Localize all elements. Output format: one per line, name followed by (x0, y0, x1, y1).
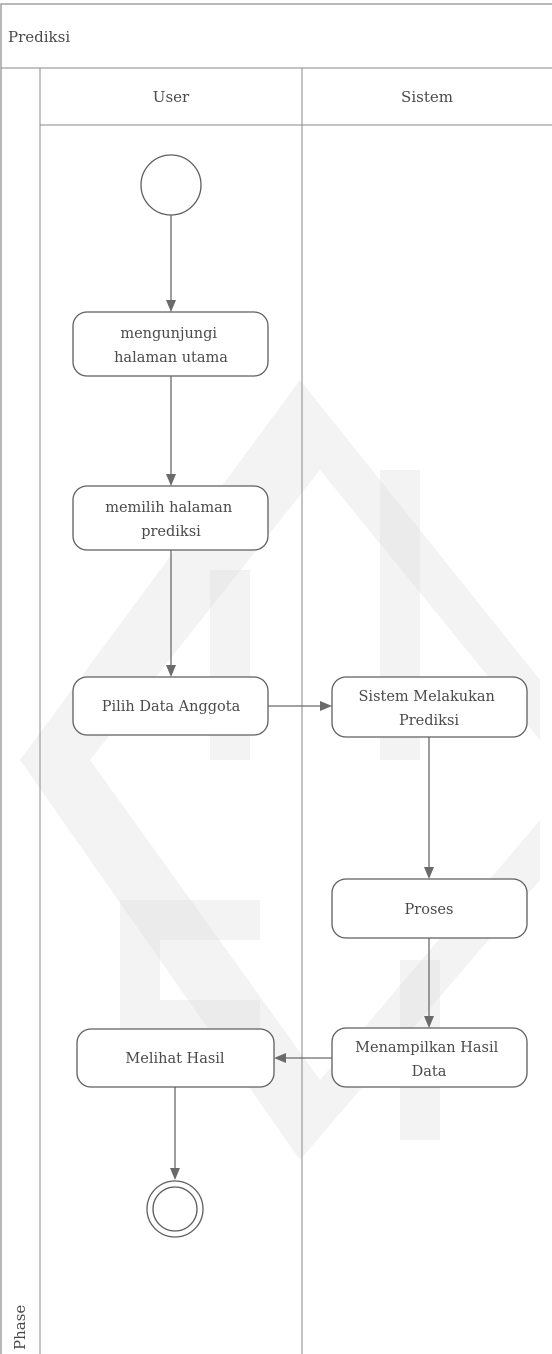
action-process (331, 878, 528, 939)
action-choose-prediction-page (72, 485, 269, 551)
action-visit-home-line-2: halaman utama (114, 350, 228, 366)
action-show-result-line-1: Menampilkan Hasil (355, 1040, 498, 1056)
svg-text:Sistem Melakukan Prediksi: Sistem Melakukan Prediksi (359, 689, 500, 729)
action-view-result-label: Melihat Hasil (125, 1051, 224, 1067)
swimlane-frame (0, 3, 552, 1354)
action-choose-page-line-1: memilih halaman (105, 500, 232, 516)
action-choose-member-data (72, 676, 269, 736)
action-system-predict-line-2: Prediksi (399, 713, 459, 729)
action-visit-home (72, 311, 269, 377)
action-view-result (76, 1028, 275, 1088)
action-choose-member-label: Pilih Data Anggota (102, 699, 241, 715)
action-system-predict-line-1: Sistem Melakukan (359, 689, 495, 705)
final-node (146, 1180, 204, 1238)
action-show-result-line-2: Data (412, 1064, 447, 1080)
action-process-label: Proses (405, 902, 454, 918)
lane-header-user: User (153, 88, 190, 106)
initial-node (140, 154, 202, 216)
svg-text:memilih halaman prediksi: memilih halaman prediksi (105, 500, 237, 540)
diagram-title: Prediksi (8, 28, 70, 46)
action-visit-home-line-1: mengunjungi (120, 326, 217, 342)
action-show-result-data (331, 1027, 528, 1088)
svg-text:Menampilkan Hasil Data: Menampilkan Hasil Data (355, 1040, 503, 1080)
action-system-predict (331, 676, 528, 738)
lane-header-system: Sistem (401, 88, 453, 106)
action-choose-page-line-2: prediksi (141, 524, 201, 540)
svg-text:mengunjungi halaman utama: mengunjungi halaman utama (114, 326, 228, 366)
control-flows (166, 215, 434, 1180)
phase-label: Phase (11, 1305, 29, 1350)
